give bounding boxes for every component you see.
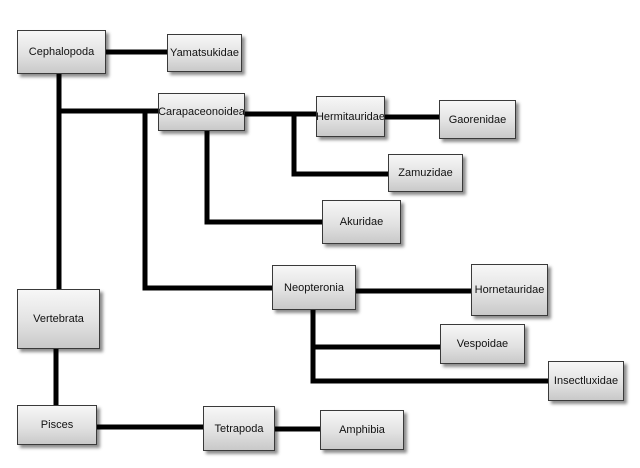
node-label: Gaorenidae	[448, 113, 507, 126]
node-amphibia[interactable]: Amphibia	[320, 410, 404, 450]
node-vespoidae[interactable]: Vespoidae	[440, 324, 525, 364]
node-label: Carapaceonoidea	[158, 106, 245, 118]
edge-neopteronia-vespoidae	[310, 310, 440, 350]
node-label: Hermitauridae	[315, 110, 386, 123]
node-hornetauridae[interactable]: Hornetauridae	[471, 264, 548, 316]
node-pisces[interactable]: Pisces	[17, 405, 97, 445]
node-label: Tetrapoda	[214, 422, 264, 435]
node-label: Vertebrata	[33, 313, 84, 325]
node-label: Pisces	[40, 419, 74, 431]
node-gaorenidae[interactable]: Gaorenidae	[439, 100, 516, 139]
edge-hermitauridae-zamuzidae	[291, 114, 388, 177]
node-hermitauridae[interactable]: Hermitauridae	[316, 96, 385, 137]
edge-carapaceonoidea-akuridae	[204, 131, 322, 225]
node-neopteronia[interactable]: Neopteronia	[272, 265, 356, 310]
node-label: Insectluxidae	[553, 375, 619, 387]
node-label: Amphibia	[339, 424, 385, 436]
node-yamatsukidae[interactable]: Yamatsukidae	[167, 34, 242, 72]
node-insectluxidae[interactable]: Insectluxidae	[548, 361, 624, 401]
edge-carapaceonoidea-neopteronia	[142, 111, 272, 291]
node-akuridae[interactable]: Akuridae	[322, 200, 401, 244]
edge-neopteronia-insectluxidae	[310, 347, 548, 384]
node-label: Yamatsukidae	[170, 47, 239, 59]
node-vertebrata[interactable]: Vertebrata	[17, 289, 100, 349]
node-label: Cephalopoda	[28, 46, 95, 58]
node-zamuzidae[interactable]: Zamuzidae	[388, 154, 463, 192]
node-label: Neopteronia	[284, 281, 344, 294]
node-carapaceonoidea[interactable]: Carapaceonoidea	[158, 93, 245, 131]
node-label: Akuridae	[339, 216, 384, 228]
node-label: Hornetauridae	[474, 284, 545, 296]
node-tetrapoda[interactable]: Tetrapoda	[203, 406, 275, 451]
node-label: Vespoidae	[456, 338, 509, 350]
node-label: Zamuzidae	[398, 167, 453, 179]
node-cephalopoda[interactable]: Cephalopoda	[17, 30, 106, 74]
